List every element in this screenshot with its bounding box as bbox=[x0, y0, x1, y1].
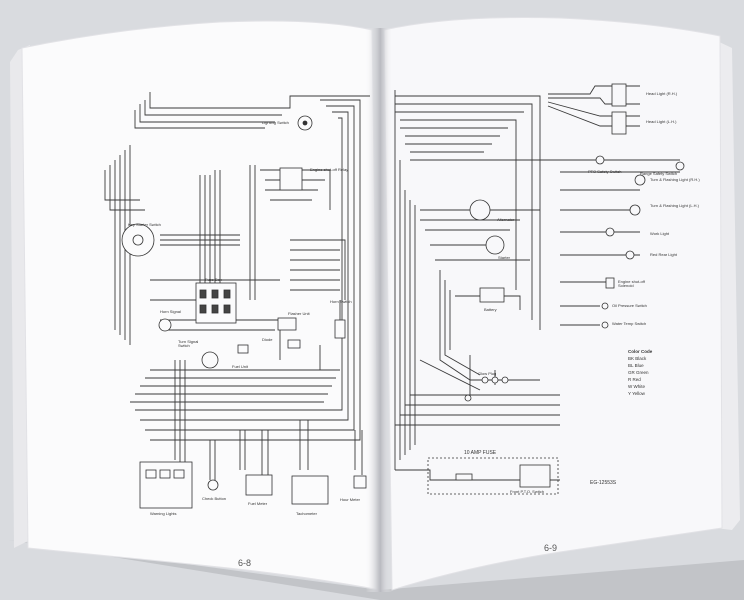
amp-fuse-symbol bbox=[455, 473, 473, 481]
left-wiring-diagram bbox=[104, 92, 370, 480]
check-button-label: Check Button bbox=[202, 496, 227, 501]
amp-fuse-label: 10 AMP FUSE bbox=[464, 450, 497, 456]
engine-shutoff-relay-box bbox=[279, 167, 303, 191]
battery-label: Battery bbox=[484, 307, 497, 312]
head-light-rh-symbol bbox=[611, 83, 627, 107]
head-light-lh-symbol bbox=[611, 111, 627, 135]
right-components bbox=[427, 83, 685, 495]
turn-light-lh-symbol bbox=[629, 204, 641, 216]
range-safety-switch-label: Range Safety Switch bbox=[640, 171, 678, 176]
pto-safety-switch-label: PTO Safety Switch bbox=[588, 169, 622, 174]
fuse-pto-dashed-box bbox=[427, 457, 559, 495]
ground-symbol bbox=[464, 394, 472, 402]
front-pto-switch-label: Front P.T.O. Switch bbox=[510, 489, 544, 494]
diode-symbol bbox=[287, 339, 301, 349]
color-code-entry: BL Blue bbox=[628, 363, 644, 368]
work-light-label: Work Light bbox=[650, 231, 670, 236]
turn-flashing-light-rh-label: Turn & Flashing Light (R.H.) bbox=[650, 177, 700, 182]
flasher-unit-symbol bbox=[277, 317, 297, 331]
head-light-lh-label: Head Light (L.H.) bbox=[646, 119, 677, 124]
tachometer-symbol bbox=[291, 475, 329, 505]
fuse-box-symbol bbox=[195, 282, 237, 324]
check-button-symbol bbox=[207, 479, 219, 491]
fuel-meter-label: Fuel Meter bbox=[248, 501, 268, 506]
work-light-symbol bbox=[605, 227, 615, 237]
starter-symbol bbox=[485, 235, 505, 255]
book-shadow bbox=[8, 540, 744, 600]
starter-label: Starter bbox=[498, 255, 511, 260]
alternator-label: Alternator bbox=[497, 217, 515, 222]
red-rear-light-label: Red Rear Light bbox=[650, 252, 677, 257]
warning-lights-label: Warning Lights bbox=[150, 511, 177, 516]
right-page-number: 6-9 bbox=[544, 543, 558, 553]
fuel-unit-symbol bbox=[237, 344, 249, 354]
glow-plug-symbol bbox=[481, 376, 489, 384]
right-wiring-diagram bbox=[394, 85, 680, 481]
turn-flashing-light-lh-label: Turn & Flashing Light (L.H.) bbox=[650, 203, 699, 208]
alternator-symbol bbox=[469, 199, 491, 221]
left-page-number: 6-8 bbox=[238, 558, 252, 568]
pto-safety-switch-symbol bbox=[595, 155, 605, 165]
water-temp-switch-symbol bbox=[601, 321, 609, 329]
left-components bbox=[121, 115, 367, 509]
horn-symbol bbox=[158, 318, 172, 332]
turn-signal-switch-symbol bbox=[201, 351, 219, 369]
glow-plug-label: Glow Plug bbox=[478, 371, 497, 376]
color-code-entry: R Red bbox=[628, 377, 641, 382]
fuse-box-label: Fuse Box bbox=[205, 277, 222, 282]
horn-switch-symbol bbox=[334, 319, 346, 339]
red-rear-light-symbol bbox=[625, 250, 635, 260]
turn-light-rh-symbol bbox=[634, 174, 646, 186]
hour-meter-symbol bbox=[353, 475, 367, 489]
oil-pressure-switch-symbol bbox=[601, 302, 609, 310]
horn-signal-label: Horn Signal bbox=[160, 309, 181, 314]
water-temp-switch-label: Water Temp Switch bbox=[612, 321, 647, 326]
color-code-entry: GR Green bbox=[628, 370, 649, 375]
color-code-title: Color Code bbox=[628, 349, 653, 354]
turn-signal-switch-label: Turn Signal Switch bbox=[178, 339, 199, 348]
color-code-entry: Y Yellow bbox=[628, 391, 645, 396]
tachometer-label: Tachometer bbox=[296, 511, 317, 516]
diode-label: Diode bbox=[262, 337, 273, 342]
fuel-meter-symbol bbox=[245, 474, 273, 496]
key-starter-switch-label: Key Starter Switch bbox=[128, 222, 161, 227]
head-light-rh-label: Head Light (R.H.) bbox=[646, 91, 678, 96]
color-code-entry: W White bbox=[628, 384, 646, 389]
front-pto-switch-symbol bbox=[519, 464, 551, 488]
fuel-unit-label: Fuel Unit bbox=[232, 364, 249, 369]
lighting-switch-label: Lighting Switch bbox=[262, 120, 289, 125]
warning-lights-panel bbox=[139, 461, 193, 509]
doc-code-label: EG-12553S bbox=[590, 480, 617, 486]
engine-shutoff-relay-label: Engine shut-off Relay bbox=[310, 167, 349, 172]
range-safety-switch-symbol bbox=[675, 161, 685, 171]
hour-meter-label: Hour Meter bbox=[340, 497, 361, 502]
horn-switch-label: Horn Switch bbox=[330, 299, 352, 304]
color-code-legend: Color Code BK Black BL Blue GR Green R R… bbox=[628, 348, 652, 397]
color-code-entry: BK Black bbox=[628, 356, 647, 361]
flasher-unit-label: Flasher Unit bbox=[288, 311, 310, 316]
book-gutter bbox=[366, 28, 392, 592]
battery-symbol bbox=[479, 287, 505, 303]
engine-shutoff-solenoid-symbol bbox=[605, 277, 615, 289]
engine-shutoff-solenoid-label: Engine shut-off Solenoid bbox=[618, 279, 645, 288]
oil-pressure-switch-label: Oil Pressure Switch bbox=[612, 303, 647, 308]
right-page bbox=[383, 17, 723, 591]
